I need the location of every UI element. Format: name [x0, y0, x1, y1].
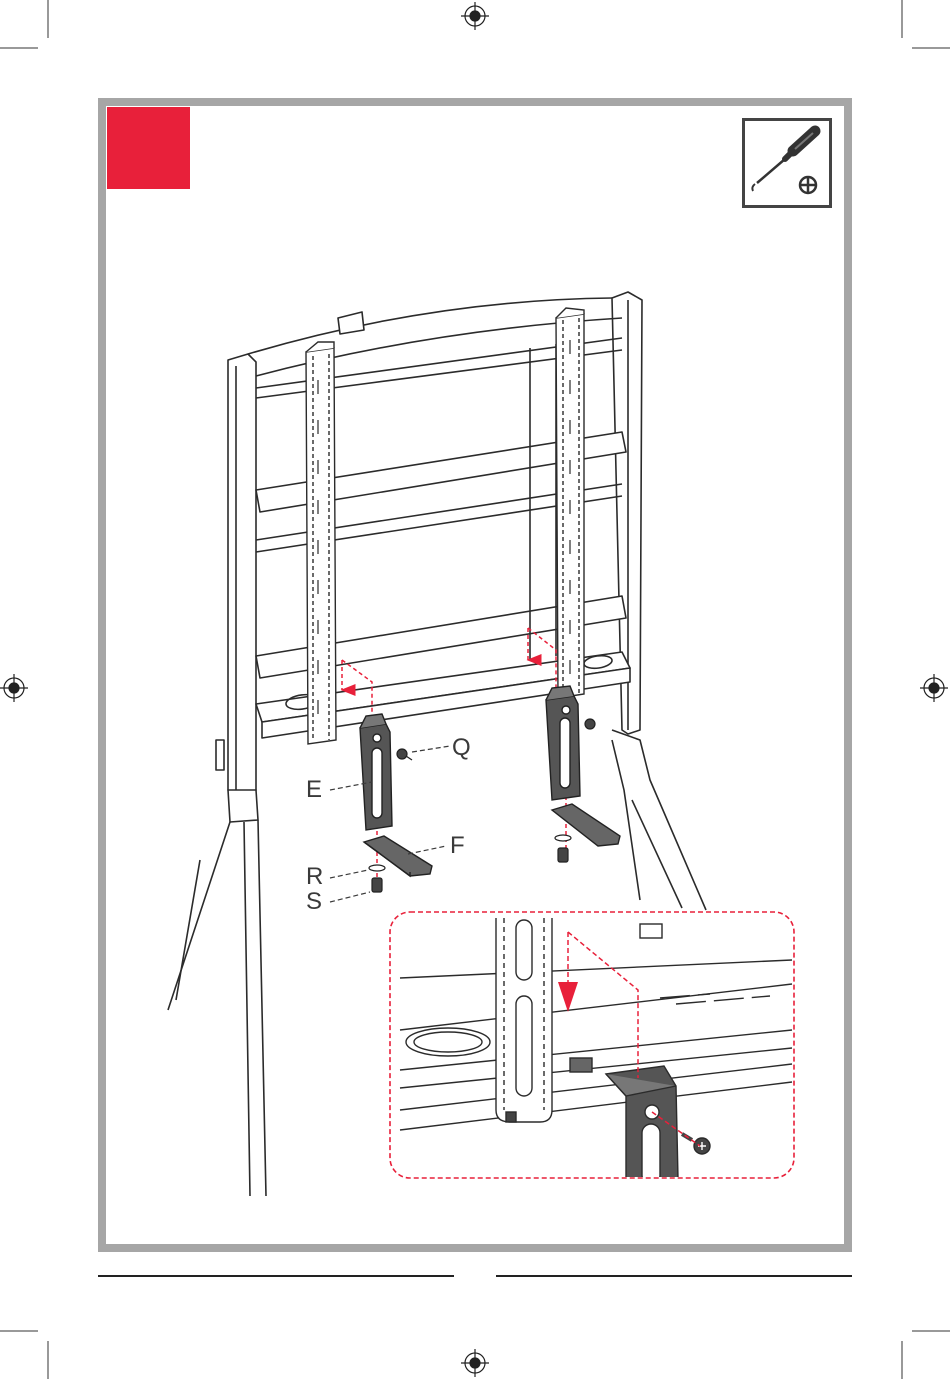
- label-q: Q: [452, 736, 471, 760]
- footer-rule-left: [98, 1275, 454, 1277]
- detail-inset: [390, 912, 794, 1184]
- label-f: F: [450, 834, 465, 858]
- bracket-e-right: [546, 686, 580, 800]
- label-e: E: [306, 778, 322, 802]
- label-r: R: [306, 865, 323, 889]
- label-s: S: [306, 890, 322, 914]
- left-mounting-rail: [306, 342, 336, 744]
- bracket-e-left: [360, 714, 392, 830]
- footer-rule-right: [496, 1275, 852, 1277]
- screw-q-left: [397, 749, 412, 760]
- screw-q-right: [585, 719, 595, 729]
